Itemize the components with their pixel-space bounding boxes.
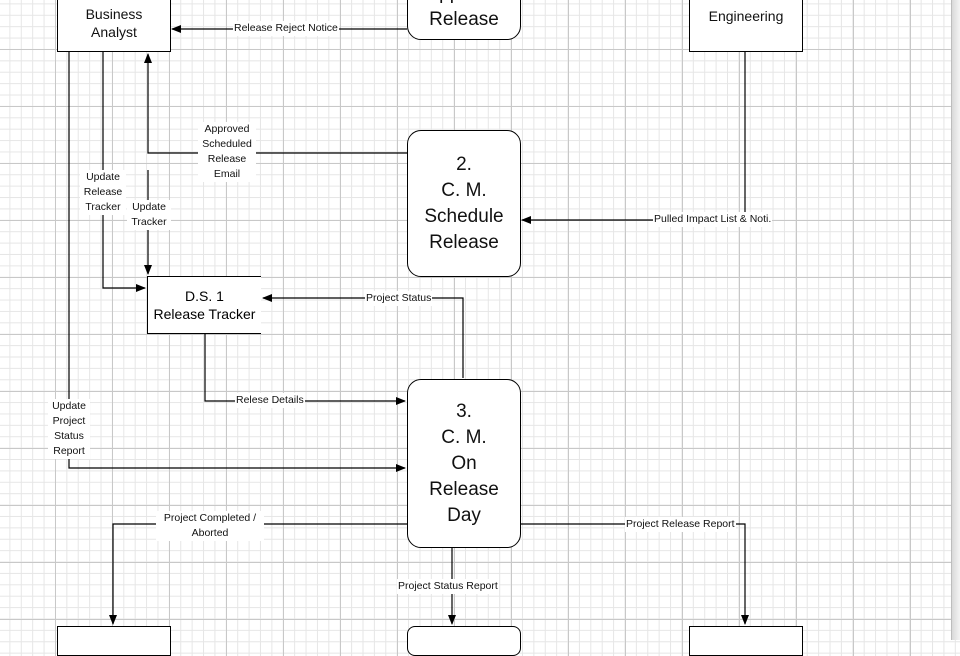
flow-project-status [262,294,464,378]
process-approval-release[interactable]: Approval Release [407,0,521,40]
flow-approved-email [144,53,407,154]
entity-bottom-right[interactable] [689,626,803,656]
label-relese-details: Relese Details [235,393,305,408]
label-project-status-report: Project Status Report [397,579,499,594]
window-edge [951,0,960,640]
flow-pulled-impact-list [521,52,746,224]
label-update-release-tracker: Update Release Tracker [80,170,126,215]
label-project-status: Project Status [365,291,433,306]
label-project-completed-aborted: Project Completed / Aborted [156,511,264,541]
flow-update-release-tracker [102,52,146,292]
flow-update-project-status [68,52,406,472]
label-project-release-report: Project Release Report [625,517,736,532]
label-release-reject-notice: Release Reject Notice [233,21,339,36]
label-update-tracker: Update Tracker [127,200,171,230]
flow-relese-details [204,334,406,405]
entity-engineering[interactable]: Engineering [689,0,803,52]
entity-business-analyst[interactable]: Business Analyst [57,0,171,52]
label-approved-scheduled-release-email: Approved Scheduled Release Email [198,122,256,182]
label-pulled-impact-list: Pulled Impact List & Noti. [653,212,773,227]
datastore-release-tracker[interactable]: D.S. 1 Release Tracker [147,276,261,334]
process-release-day[interactable]: 3. C. M. On Release Day [407,379,521,548]
label-update-project-status-report: Update Project Status Report [48,399,90,459]
entity-bottom-left[interactable] [57,626,171,656]
flow-project-release-report [521,523,749,625]
flow-project-completed [109,523,407,625]
process-bottom-center[interactable] [407,626,521,656]
process-schedule-release[interactable]: 2. C. M. Schedule Release [407,130,521,277]
